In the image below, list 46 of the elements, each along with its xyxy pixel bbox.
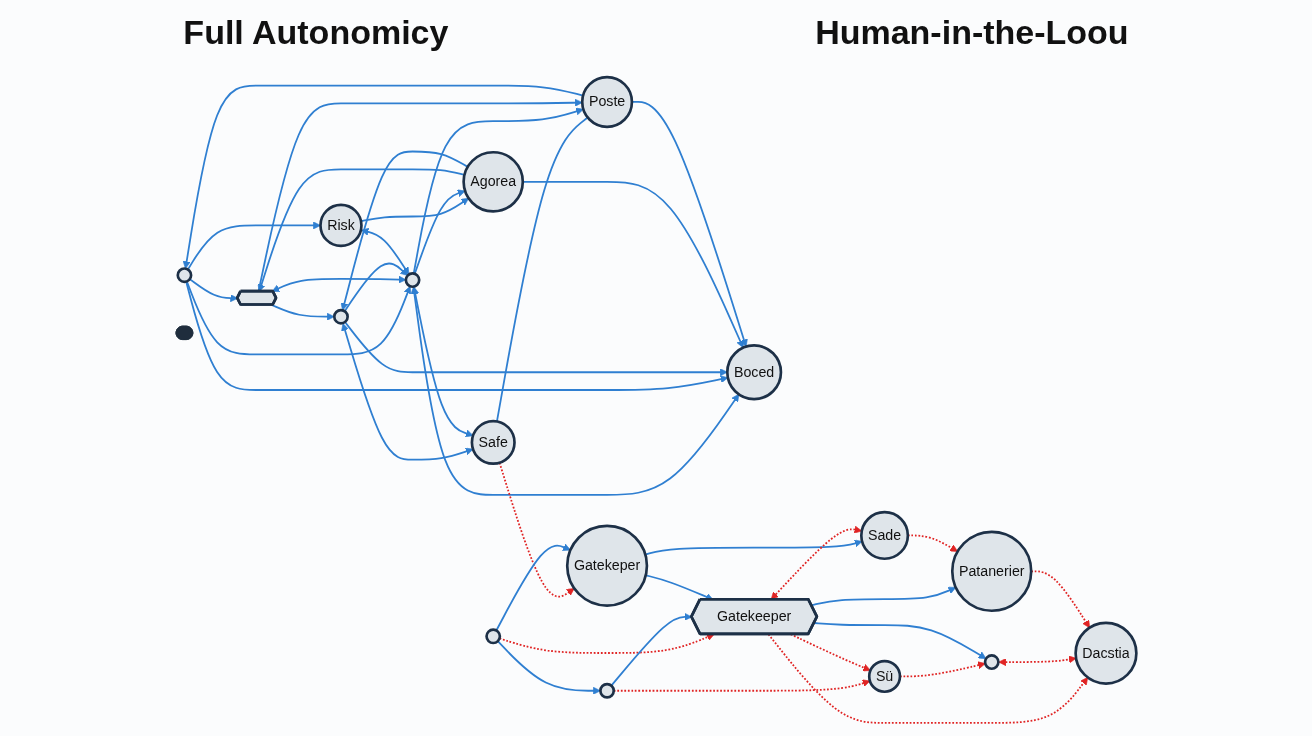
arrow [495, 543, 571, 632]
arrow [343, 321, 728, 377]
node-circle [404, 272, 421, 289]
arrow [496, 640, 601, 695]
arrow [185, 280, 411, 356]
section-heading: Human-in-the-Loou [815, 12, 1129, 52]
node-circle: Sü [867, 659, 902, 694]
node-circle: Agorea [462, 150, 524, 213]
node-circle [176, 267, 193, 284]
arrow [612, 679, 871, 692]
arrow [360, 227, 410, 275]
section-heading: Full Autonomicy [183, 12, 449, 52]
arrow [410, 286, 739, 496]
node-circle: Safe [470, 419, 516, 466]
node-circle: Sade [859, 510, 909, 561]
arrow [610, 612, 692, 687]
connector [495, 116, 589, 423]
node-circle [332, 308, 349, 325]
arrow [188, 278, 238, 303]
arrow [257, 98, 583, 293]
node-circle [598, 682, 615, 699]
arrow [341, 323, 474, 461]
node-circle: Risk [318, 203, 363, 248]
arrow [257, 168, 466, 292]
arrow [343, 262, 408, 313]
arrow [340, 150, 469, 311]
node-circle [983, 654, 1000, 671]
node-circle: Boced [725, 344, 783, 401]
node-circle: Patanerier [950, 530, 1033, 613]
arrow [813, 622, 987, 659]
arrow [185, 280, 728, 391]
node-circle: Poste [580, 75, 633, 129]
arrow [767, 633, 1088, 724]
arrow [998, 655, 1077, 666]
node-circle [484, 628, 501, 645]
node-circle: Dacstia [1074, 621, 1138, 685]
arrow [412, 107, 584, 275]
node-circle: Gatekeper [565, 524, 649, 607]
arrow [271, 275, 406, 292]
arrow [413, 189, 466, 275]
arrow [770, 525, 862, 600]
arrow [644, 539, 863, 556]
arrow [182, 84, 584, 269]
arrow [186, 221, 321, 271]
arrow [810, 586, 956, 607]
arrow [270, 304, 335, 321]
